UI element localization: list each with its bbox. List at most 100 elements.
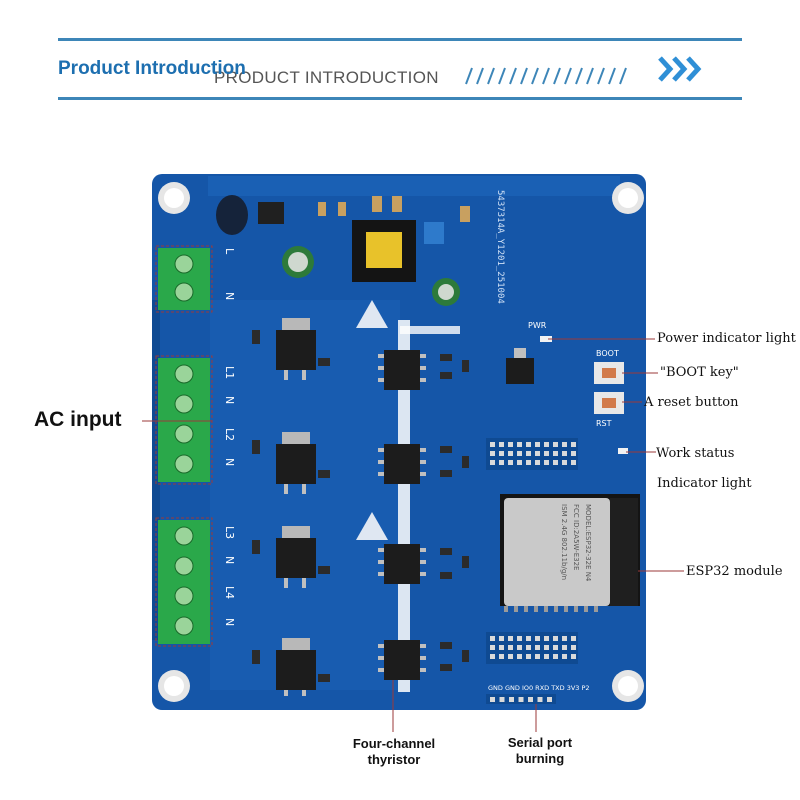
header-pin [518,697,524,702]
header-pin [517,460,522,465]
power-led [540,336,552,342]
rst-silkscreen: RST [596,419,612,428]
terminal-block-4pin-a [158,358,210,482]
hazard-icon [356,512,388,540]
slash-mark [553,67,561,85]
header-pin [508,636,513,641]
hazard-icon [356,300,388,328]
header-pin [562,442,567,447]
terminal-label: N [223,396,236,404]
header-pin [490,697,495,702]
mounting-holes [158,182,644,702]
callout-thyristor: Four-channel thyristor [324,736,464,768]
header-title: Product Introduction [58,58,246,79]
module-text: FCC ID:2A5W-E32E [572,504,580,570]
header-pin [490,654,495,659]
thyristor-group [276,318,316,696]
slash-mark [586,67,594,85]
callout-serial-line2: burning [515,751,565,766]
header-pin [553,654,558,659]
optocoupler-group [384,350,420,680]
header-pin [517,645,522,650]
header-pin [499,636,504,641]
slash-mark [476,67,484,85]
terminal-label: L [223,248,236,255]
part-number: 5437314A_Y1201_251004 [495,190,505,304]
header-pin [544,460,549,465]
callout-power-indicator: Power indicator light [657,331,796,346]
header-pin [544,442,549,447]
header-pin [535,451,540,456]
header-pin [547,697,552,702]
terminal-block-2pin [158,248,210,310]
terminal-label: N [223,458,236,466]
header-pin [553,451,558,456]
header-pin [517,654,522,659]
header-pin [490,460,495,465]
slash-mark [564,67,572,85]
callout-ac-input: AC input [34,408,122,431]
header-pin [544,451,549,456]
slash-mark [608,67,616,85]
header-pin [544,645,549,650]
header-pin [490,645,495,650]
slash-mark [465,67,473,85]
bridge-rectifier [258,202,284,224]
header-pin [499,645,504,650]
header-pin [535,636,540,641]
header-pin [499,460,504,465]
header-pin [490,636,495,641]
header-pin [562,451,567,456]
slash-mark [542,67,550,85]
header-pin [535,645,540,650]
header-subtitle: PRODUCT INTRODUCTION [214,68,439,87]
work-led [618,448,628,454]
header-pin [528,697,533,702]
slash-mark [531,67,539,85]
callout-work-status: Work status [656,446,735,461]
header-pin [553,460,558,465]
header-pin [553,442,558,447]
header-pin [508,451,513,456]
header-pin [544,636,549,641]
header-pin [562,460,567,465]
terminal-label: L1 [223,366,236,379]
header-pin [562,654,567,659]
terminal-block-4pin-b [158,520,210,644]
header-pin [499,697,505,702]
header-pin [544,654,549,659]
header-pin [571,654,576,659]
header-pin [537,697,543,702]
y-capacitor [424,222,444,244]
header-pin [526,451,531,456]
header-pin [553,645,558,650]
callout-reset-button: A reset button [644,395,739,410]
callout-serial-port: Serial port burning [480,735,600,767]
header-pin [508,442,513,447]
header-pin [571,645,576,650]
header-pin [490,442,495,447]
header-pin [526,636,531,641]
header-pin [517,442,522,447]
header-pin [509,697,514,702]
voltage-regulator [506,358,534,384]
header-pin [553,636,558,641]
header-pin [526,654,531,659]
terminal-label: L2 [223,428,236,441]
header-pin [526,442,531,447]
header-pin [562,645,567,650]
callout-thyristor-line2: thyristor [367,752,421,767]
header-pin [508,460,513,465]
varistor [216,195,248,235]
module-text: ISM 2.4G 802.11b/g/n [560,504,568,580]
header-slashes-decoration [465,67,627,85]
header-pin [562,636,567,641]
header-pin [499,654,504,659]
chevron-right-icon [658,56,702,82]
terminal-label: N [223,556,236,564]
slash-mark [487,67,495,85]
pwr-silkscreen: PWR [528,321,547,330]
header-pin [517,451,522,456]
header-pin [490,451,495,456]
